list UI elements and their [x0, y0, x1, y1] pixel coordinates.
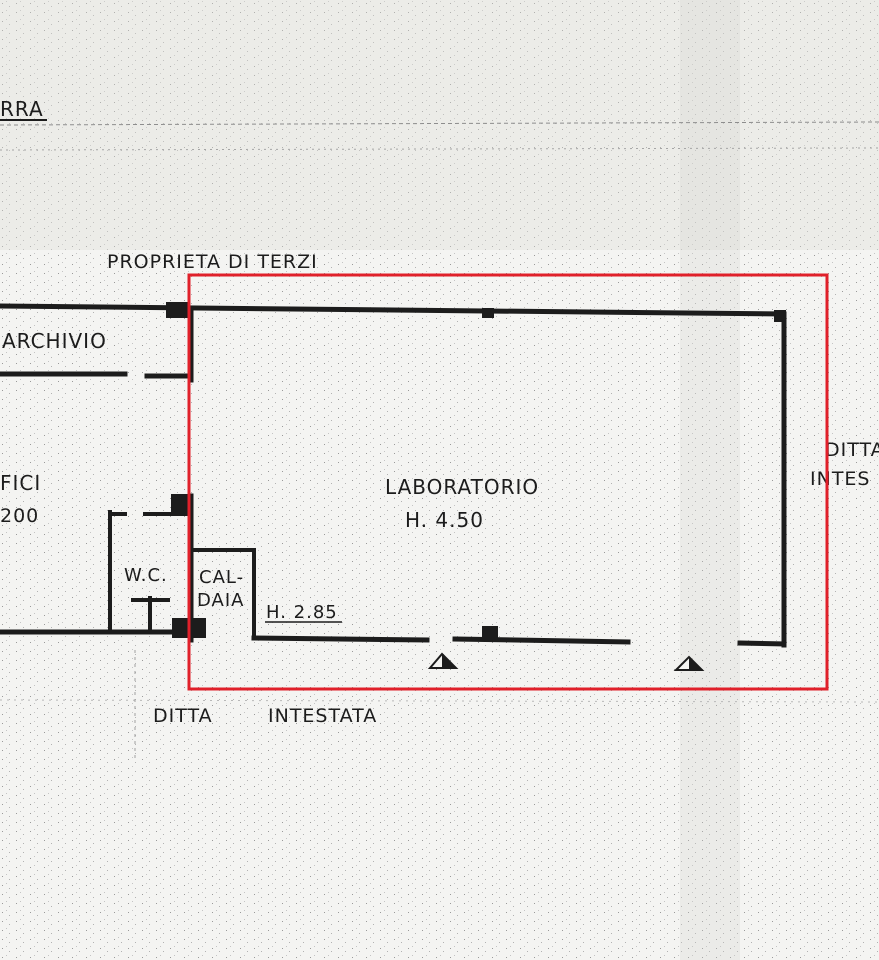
laboratorio-label: LABORATORIO: [385, 475, 539, 499]
uffici-label: FICI: [0, 471, 41, 495]
bottom-wall-mid-2: [452, 636, 631, 645]
top-street-label: RRA: [0, 97, 44, 121]
scan-noise-strip: [680, 0, 740, 960]
pillar: [166, 302, 188, 318]
pillar: [482, 308, 494, 318]
top-wall: [0, 303, 787, 317]
caldaia-label-line2: DAIA: [197, 590, 244, 611]
lab-height-label: H. 4.50: [405, 508, 484, 532]
wc-label: W.C.: [124, 565, 168, 586]
bottom-neighbor-label-2: INTESTATA: [268, 705, 377, 727]
entrance-marker-fill: [442, 654, 456, 668]
scan-line: [0, 147, 879, 151]
right-neighbor-label-2: INTES: [810, 468, 871, 490]
uffici-height-label: 200: [0, 505, 39, 527]
caldaia-height-label: H. 2.85: [266, 602, 338, 623]
highlight-box: [187, 273, 829, 691]
bottom-neighbor-label-1: DITTA: [153, 705, 213, 727]
entrance-marker-fill: [689, 657, 702, 670]
walls: [0, 303, 787, 648]
archivio-label: ARCHIVIO: [2, 329, 107, 353]
bottom-wall-right: [737, 640, 787, 647]
pillar: [482, 626, 498, 640]
bottom-wall-mid: [251, 635, 430, 643]
right-neighbor-label-1: DITTA: [825, 439, 879, 461]
neighbor-top-label: PROPRIETA DI TERZI: [107, 251, 318, 273]
pillar: [774, 310, 786, 322]
scan-noise-top: [0, 0, 879, 250]
caldaia-label-line1: CAL-: [199, 567, 244, 588]
